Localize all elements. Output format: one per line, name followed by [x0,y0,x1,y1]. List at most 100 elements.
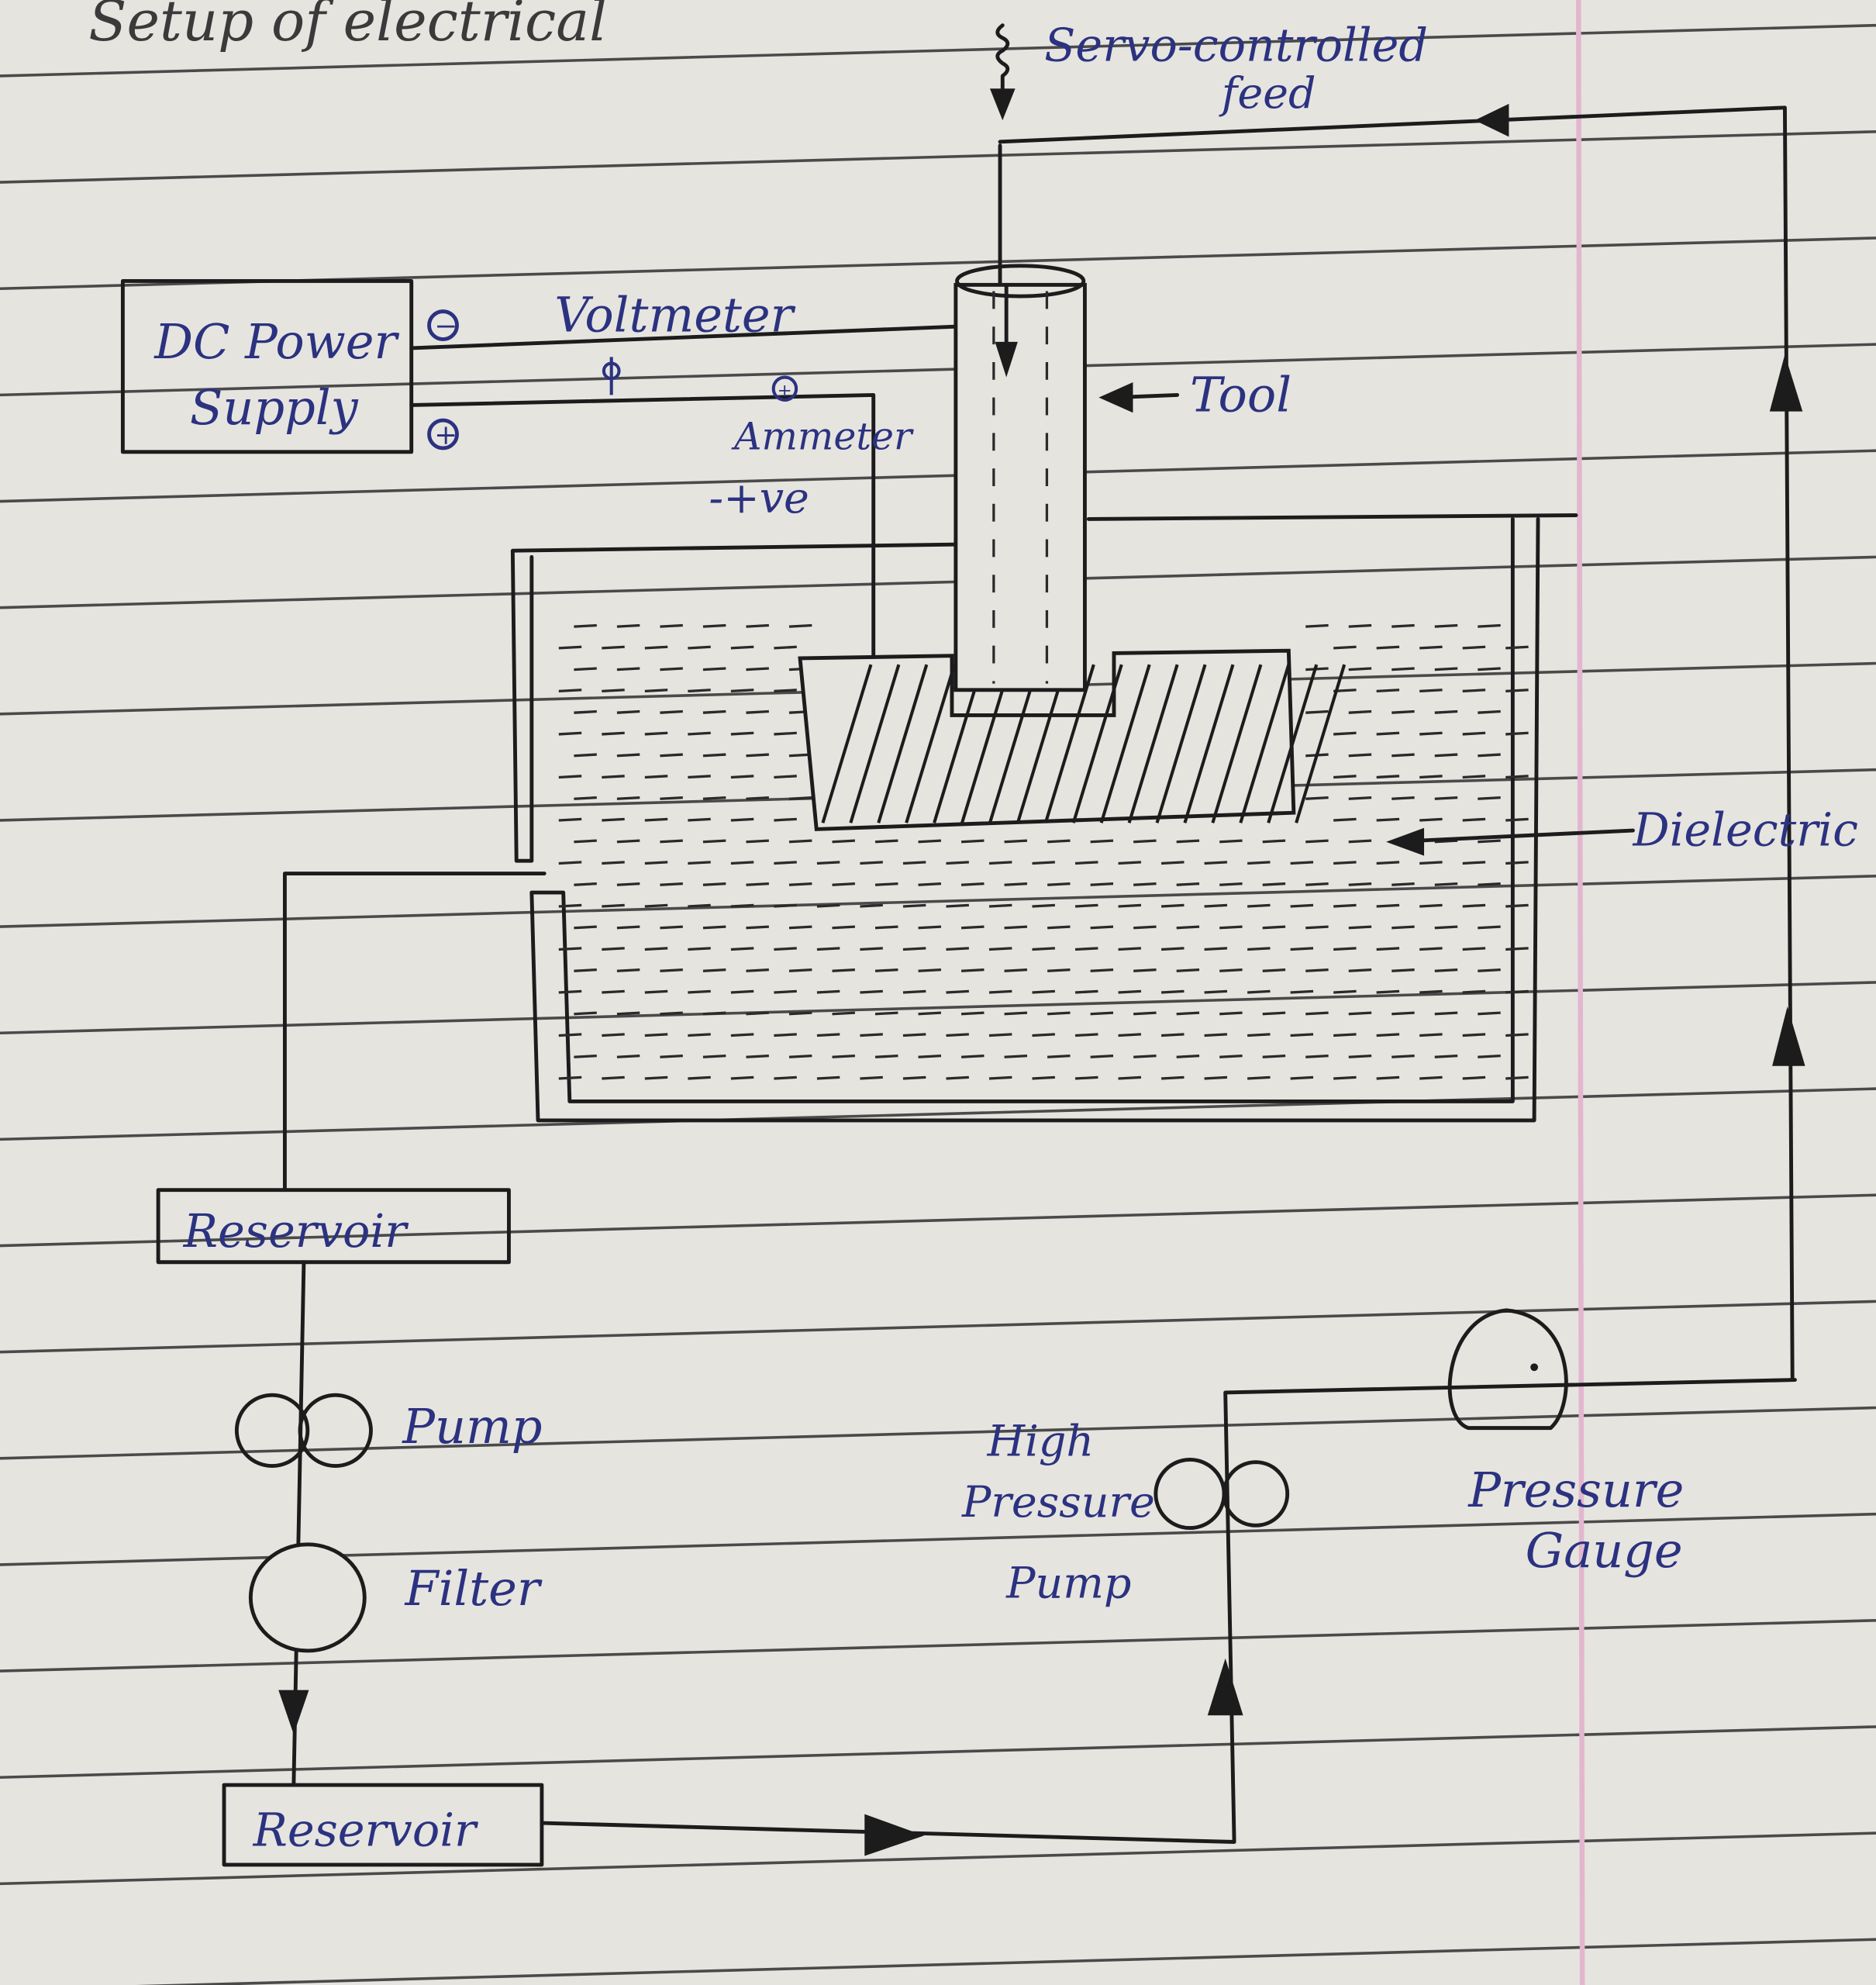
fluid-dash [1305,1011,1329,1016]
fluid-dash [1290,947,1314,951]
fluid-dash [644,947,668,951]
fluid-dash [960,925,985,930]
fluid-dash [574,925,597,930]
fluid-dash [558,775,582,779]
fluid-dash [1090,1011,1114,1016]
fluid-dash [1376,1075,1400,1080]
fluid-dash [1376,989,1400,994]
fluid-dash [1090,925,1114,930]
fluid-dash [702,839,726,844]
fluid-dash [1204,947,1228,951]
arrow-up-icon [1769,354,1803,412]
fluid-dash [1333,775,1357,779]
fluid-dash [1434,1011,1458,1016]
fluid-dash [816,989,840,994]
fluid-dash [774,903,797,908]
fluid-dash [730,645,754,650]
fluid-dash [1118,1075,1142,1080]
ruled-line [0,1193,1876,1248]
fluid-dash [1333,861,1357,865]
fluid-dash [702,925,726,930]
ammeter-icon [771,375,798,402]
hatch-line [1127,664,1179,823]
fluid-dash [1047,882,1071,886]
fluid-dash [1391,623,1415,628]
fluid-dash [1434,796,1458,800]
fluid-dash [558,903,582,908]
fluid-dash [660,1011,683,1016]
fluid-dash [1333,947,1357,951]
fluid-dash [1090,1055,1114,1058]
fluid-dash [730,947,754,951]
fluid-dash [988,1075,1012,1080]
fluid-dash [1462,731,1486,736]
fluid-dash [1032,1075,1055,1080]
fluid-dash [1419,775,1443,779]
arrow-up-icon [1207,1658,1243,1716]
power-supply-box [120,279,414,454]
fluid-dash [616,1011,640,1016]
arrow-left-icon [1386,827,1425,856]
fluid-dash [816,861,840,865]
fluid-dash [1419,817,1443,822]
fluid-dash [688,775,711,779]
fluid-dash [616,882,640,886]
fluid-dash [688,1075,711,1080]
fluid-dash [616,968,640,972]
fluid-dash [1262,882,1286,886]
fluid-dash [746,796,769,800]
hatch-line [877,664,929,823]
fluid-dash [874,839,898,844]
fluid-dash [1434,709,1458,714]
fluid-dash [1505,689,1529,693]
fluid-dash [746,882,769,886]
ruled-line [0,555,1876,609]
fluid-dash [1348,796,1372,800]
fluid-dash [874,882,898,886]
fluid-dash [860,903,883,908]
fluid-dash [1434,968,1458,972]
fluid-dash [1505,645,1529,650]
fluid-dash [1004,882,1028,886]
fluid-dash [1290,989,1314,994]
fluid-dash [1462,689,1486,693]
ammeter: + Ammeter -+ve [709,375,914,523]
fluid-dash [1478,1055,1501,1058]
fluid-dash [1290,861,1314,865]
fluid-dash [918,1011,942,1016]
fluid-dash [1118,903,1142,908]
tool-electrode: Tool [954,264,1291,692]
positive-terminal: + [434,419,457,451]
fluid-dash [874,1055,898,1058]
fluid-dash [616,709,640,714]
fluid-dash [860,989,883,994]
fluid-dash [660,968,683,972]
fluid-dash [660,623,683,628]
fluid-dash [1204,1033,1228,1037]
fluid-dash [1462,989,1486,994]
fluid-dash [960,839,985,844]
fluid-dash [1176,1055,1200,1058]
fluid-dash [1219,968,1243,972]
fluid-dash [1419,903,1443,908]
fluid-dash [1176,882,1200,886]
fluid-dash [1333,731,1357,736]
fluid-dash [774,689,797,693]
fluid-dash [1176,839,1200,844]
ruled-line [0,1831,1876,1886]
fluid-dash [788,839,812,844]
fluid-dash [688,861,711,865]
ammeter-terminal: + [778,381,792,401]
high-pressure-pump-label-3: Pump [1005,1558,1131,1608]
fluid-dash [602,689,625,693]
fluid-dash [816,903,840,908]
fluid-dash [988,989,1012,994]
fluid-dash [1505,903,1529,908]
arrow-left-icon [1474,103,1509,137]
fluid-dash [730,731,754,736]
fluid-dash [616,796,640,800]
fluid-dash [702,623,726,628]
fluid-dash [774,861,797,865]
fluid-dash [1305,925,1329,930]
